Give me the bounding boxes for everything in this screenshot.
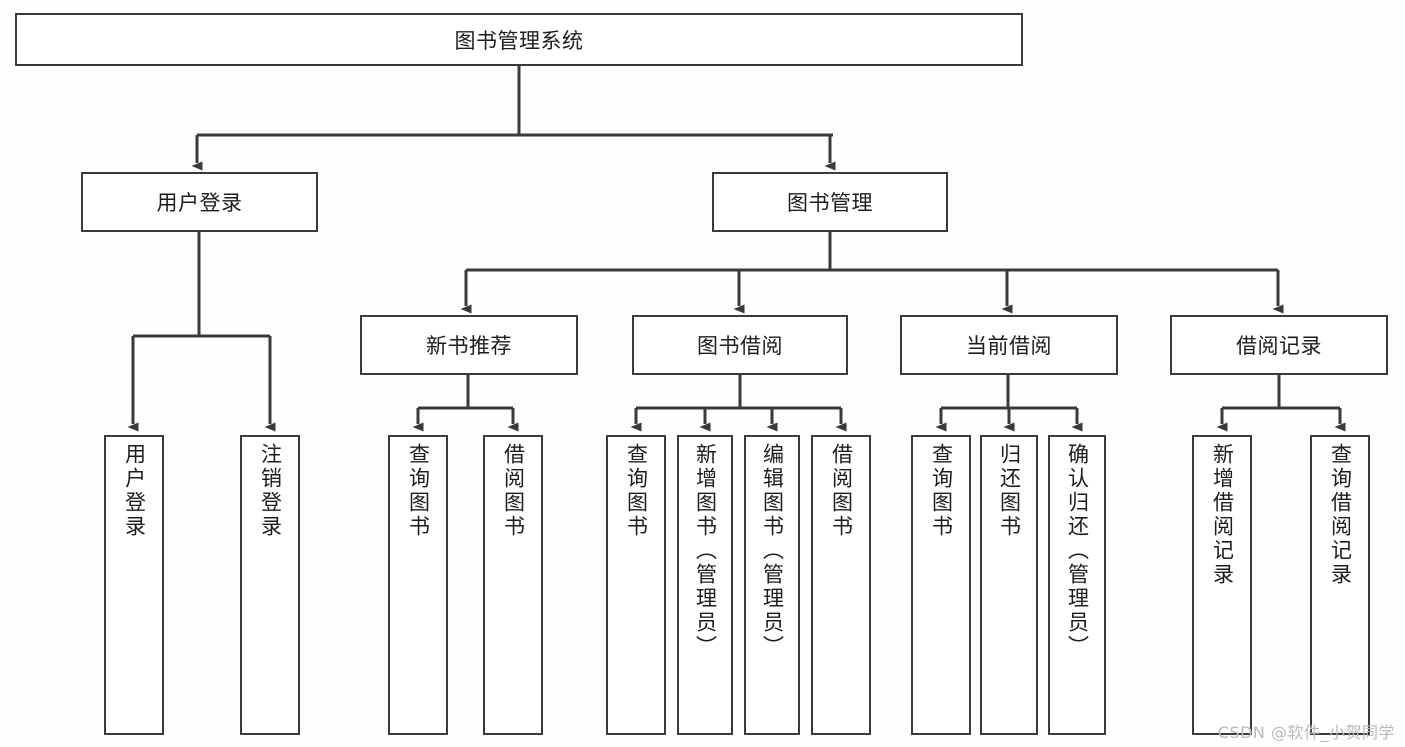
node-book-management[interactable]: 图书管理 (712, 172, 948, 232)
node-label: 借阅记录 (1236, 334, 1322, 358)
node-label: 用户登录 (156, 191, 243, 215)
node-user-login[interactable]: 用户登录 (81, 172, 318, 232)
node-leaf-borrow-books-newbook[interactable]: 借阅图书 (483, 435, 543, 735)
node-label: 查询图书 (624, 443, 649, 539)
node-borrowing-records[interactable]: 借阅记录 (1170, 315, 1388, 375)
node-label: 图书借阅 (697, 334, 783, 358)
node-label: 新书推荐 (426, 334, 512, 358)
node-leaf-logout[interactable]: 注销登录 (240, 435, 300, 735)
node-book-management-system[interactable]: 图书管理系统 (15, 13, 1023, 66)
node-label: 查询图书 (406, 443, 431, 539)
node-label: 新增借阅记录 (1210, 443, 1235, 587)
node-label: 图书管理系统 (454, 28, 584, 53)
node-label: 注销登录 (258, 443, 283, 539)
node-leaf-borrow-books[interactable]: 借阅图书 (811, 435, 871, 735)
node-book-borrowing[interactable]: 图书借阅 (632, 315, 848, 375)
node-leaf-query-books-borrow[interactable]: 查询图书 (606, 435, 666, 735)
node-leaf-query-books-newbook[interactable]: 查询图书 (388, 435, 448, 735)
node-label: 用户登录 (122, 443, 147, 539)
node-new-book-recommendation[interactable]: 新书推荐 (360, 315, 578, 375)
node-leaf-user-login[interactable]: 用户登录 (104, 435, 164, 735)
node-label: 编辑图书（管理员） (760, 443, 785, 659)
node-leaf-confirm-return-admin[interactable]: 确认归还（管理员） (1048, 435, 1106, 735)
node-leaf-edit-book-admin[interactable]: 编辑图书（管理员） (744, 435, 800, 735)
node-leaf-add-book-admin[interactable]: 新增图书（管理员） (677, 435, 733, 735)
node-label: 新增图书（管理员） (693, 443, 718, 659)
node-label: 借阅图书 (501, 443, 526, 539)
node-label: 图书管理 (787, 191, 873, 215)
watermark: CSDN @软件_小贺同学 (1217, 723, 1395, 742)
node-leaf-add-borrow-record[interactable]: 新增借阅记录 (1192, 435, 1252, 735)
node-label: 借阅图书 (829, 443, 854, 539)
node-leaf-query-books-current[interactable]: 查询图书 (911, 435, 971, 735)
node-leaf-return-books[interactable]: 归还图书 (980, 435, 1038, 735)
node-label: 查询图书 (929, 443, 954, 539)
node-current-borrowing[interactable]: 当前借阅 (900, 315, 1118, 375)
node-leaf-query-borrow-record[interactable]: 查询借阅记录 (1310, 435, 1370, 735)
node-label: 查询借阅记录 (1328, 443, 1353, 587)
node-label: 确认归还（管理员） (1065, 443, 1090, 659)
node-label: 归还图书 (997, 443, 1022, 539)
node-label: 当前借阅 (966, 334, 1052, 358)
